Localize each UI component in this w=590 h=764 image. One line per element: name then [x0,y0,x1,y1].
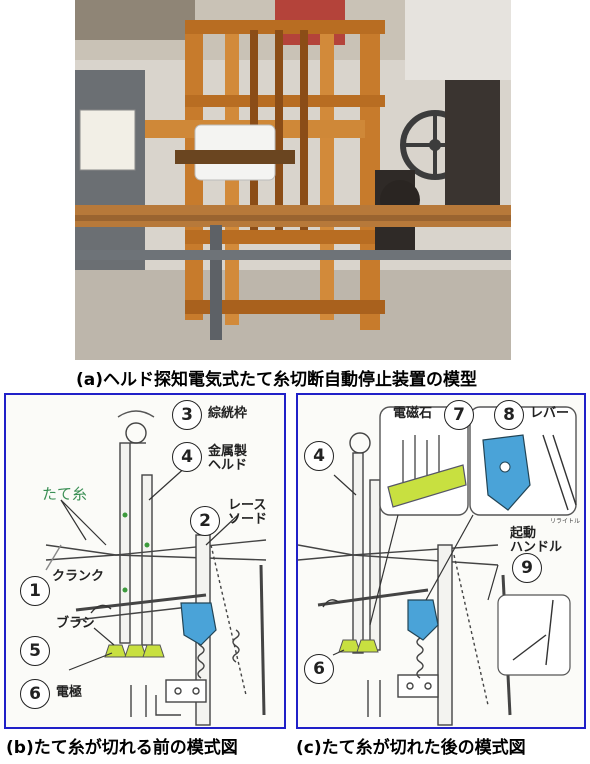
label-electromagnet: 電磁石 [393,406,433,421]
label-electrode: 電極 [56,685,83,700]
label-start-handle-line2: ハンドル [510,540,563,555]
marker-1-crank: 1 [20,576,50,606]
marker-4-metal-heddle: 4 [172,442,202,472]
label-metal-heddle-line1: 金属製 [208,444,248,459]
caption-b: (b)たて糸が切れる前の模式図 [6,738,238,758]
before-break-schematic [45,410,267,726]
marker-5-brush: 5 [20,636,50,666]
after-break-schematic [298,406,577,726]
marker-8-lever: 8 [494,400,524,430]
label-metal-heddle-line2: ヘルド [208,458,248,473]
marker-3-heddle-frame: 3 [172,400,202,430]
marker-6-electrode: 6 [20,679,50,709]
label-reed-line1: レース [228,498,267,513]
label-heddle-frame: 綜絖枠 [208,406,248,421]
marker-4-metal-heddle: 4 [304,441,334,471]
panel-after-break: 4 7 8 9 6 電磁石 レバー 起動 ハンドル リライトル [296,393,586,729]
loom-photo-illustration [75,0,511,360]
panel-before-break: 3 4 2 1 5 6 綜絖枠 金属製 ヘルド レース ソード たて糸 クランク… [4,393,286,729]
label-crank: クランク [52,569,105,584]
marker-7-electromagnet: 7 [444,400,474,430]
caption-c: (c)たて糸が切れた後の模式図 [296,738,526,758]
label-reed-line2: ソード [228,512,268,527]
loom-model-photo [75,0,511,360]
label-warp-thread: たて糸 [42,485,88,503]
label-start-handle-line1: 起動 [510,526,537,541]
label-brush: ブラシ [56,616,95,631]
marker-9-start-handle: 9 [512,553,542,583]
small-note: リライトル [550,518,581,525]
caption-a: (a)ヘルド探知電気式たて糸切断自動停止装置の模型 [76,370,478,390]
marker-2-reed: 2 [190,506,220,536]
label-lever: レバー [530,406,570,421]
marker-6-electrode: 6 [304,654,334,684]
